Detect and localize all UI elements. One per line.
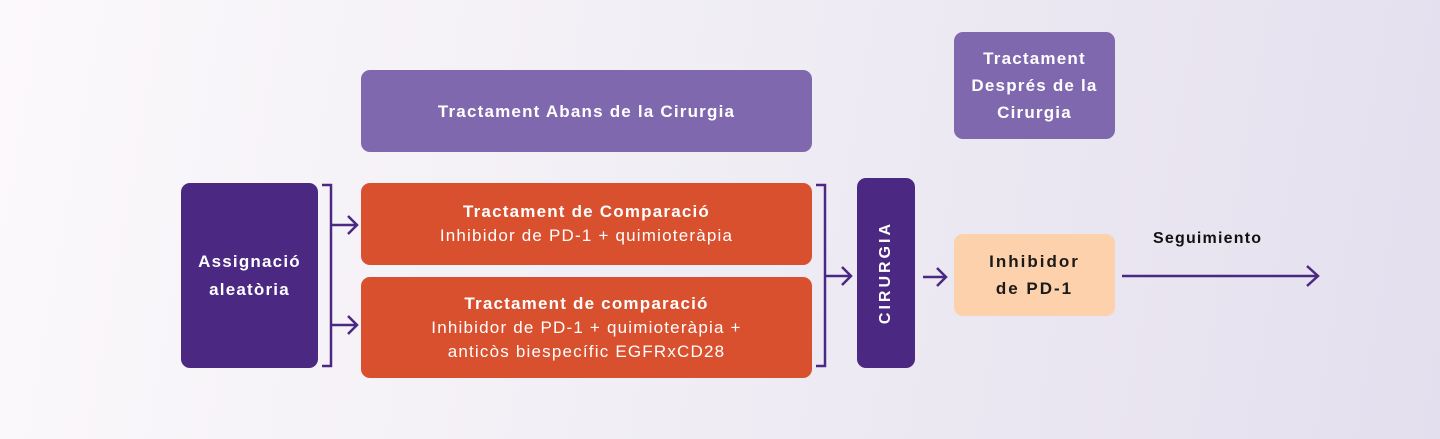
header-after-line: Cirurgia: [997, 103, 1072, 122]
header-after-line: Després de la: [971, 76, 1098, 95]
arm2-line: anticòs biespecífic EGFRxCD28: [447, 341, 726, 361]
randomization-box: Assignació aleatòria: [181, 183, 318, 368]
arm1-box: Tractament de Comparació Inhibidor de PD…: [361, 183, 812, 265]
arm1-line: Inhibidor de PD-1 + quimioteràpia: [439, 226, 734, 245]
header-before-label: Tractament Abans de la Cirurgia: [437, 101, 736, 121]
arm2-line: Inhibidor de PD-1 + quimioteràpia +: [431, 317, 742, 337]
header-after-surgery: Tractament Després de la Cirurgia: [954, 32, 1115, 139]
arrow-to-surgery: [825, 266, 853, 286]
arrow-to-arm1: [331, 215, 359, 235]
randomization-line: aleatòria: [209, 279, 290, 299]
header-before-surgery: Tractament Abans de la Cirurgia: [361, 70, 812, 152]
post-treatment-line: de PD-1: [995, 279, 1074, 298]
follow-up-arrow: [1122, 265, 1320, 287]
right-bracket: [816, 183, 827, 368]
header-after-line: Tractament: [983, 49, 1086, 68]
arrow-to-post-treatment: [923, 267, 948, 287]
surgery-box: CIRURGIA: [857, 178, 915, 368]
follow-up-label: Seguimiento: [1153, 230, 1263, 247]
randomization-line: Assignació: [198, 251, 301, 271]
post-treatment-box: Inhibidor de PD-1: [954, 234, 1115, 316]
arm2-title: Tractament de comparació: [464, 293, 709, 313]
arrow-to-arm2: [331, 315, 359, 335]
left-bracket: [322, 183, 333, 368]
post-treatment-line: Inhibidor: [989, 252, 1080, 271]
arm2-box: Tractament de comparació Inhibidor de PD…: [361, 277, 812, 378]
arm1-title: Tractament de Comparació: [462, 202, 711, 221]
